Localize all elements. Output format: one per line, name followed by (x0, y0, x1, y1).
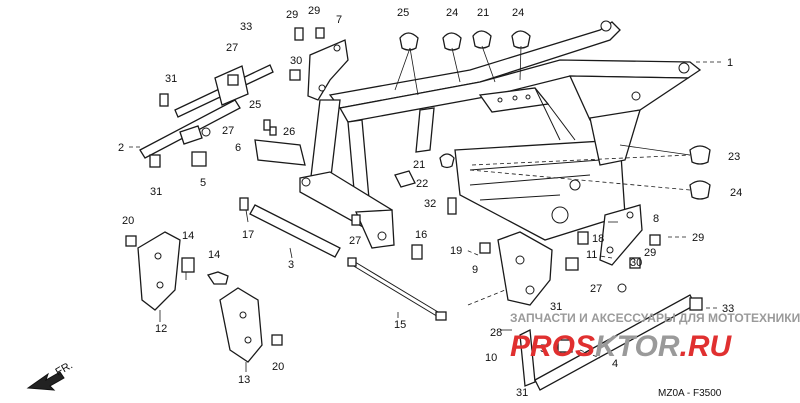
callout-24b: 24 (512, 7, 524, 19)
callout-31c: 31 (550, 301, 562, 313)
callout-25b: 25 (249, 99, 261, 111)
callout-7: 7 (336, 14, 342, 26)
pipe-part-3 (249, 204, 341, 258)
callout-21b: 21 (413, 159, 425, 171)
callout-33: 33 (240, 21, 252, 33)
center-small-parts (263, 119, 455, 226)
callout-14: 14 (182, 230, 194, 242)
long-bolt-part-15 (347, 257, 447, 321)
callout-29d: 29 (644, 247, 656, 259)
callout-5b: 5 (540, 343, 546, 355)
front-direction-arrow: FR. (26, 359, 75, 391)
wire-clamps-top (394, 30, 531, 96)
callout-12: 12 (155, 323, 167, 335)
callout-17: 17 (242, 229, 254, 241)
watermark: ЗАПЧАСТИ И АКСЕССУАРЫ ДЛЯ МОТОТЕХНИКИ PR… (510, 311, 800, 363)
watermark-brand-a: PROS (510, 330, 595, 363)
front-label: FR. (54, 359, 75, 378)
callout-27d: 27 (590, 283, 602, 295)
callout-20b: 20 (272, 361, 284, 373)
callout-27b: 27 (222, 125, 234, 137)
left-side-covers (125, 231, 283, 363)
callout-23: 23 (728, 151, 740, 163)
callout-13: 13 (238, 374, 250, 386)
right-side-parts (411, 197, 703, 391)
callout-22: 22 (416, 178, 428, 190)
callout-29c: 29 (692, 232, 704, 244)
callout-27: 27 (226, 42, 238, 54)
callout-30: 30 (290, 55, 302, 67)
watermark-brand-b: KTOR (595, 330, 680, 363)
callout-27c: 27 (349, 235, 361, 247)
callout-6: 6 (235, 142, 241, 154)
plate-part-6 (254, 139, 306, 166)
callout-4: 4 (612, 358, 618, 370)
callout-29: 29 (286, 9, 298, 21)
callout-18: 18 (592, 233, 604, 245)
callout-31d: 31 (516, 387, 528, 399)
leader-lines (128, 61, 722, 372)
left-upper-bracket (269, 27, 349, 136)
watermark-brand: PROSKTOR.RU (510, 330, 732, 363)
callout-16: 16 (415, 229, 427, 241)
callout-labels: 1 2 3 4 5 5 6 7 8 9 10 11 12 13 14 14 15… (118, 5, 742, 399)
callout-24: 24 (446, 7, 458, 19)
callout-1: 1 (727, 57, 733, 69)
main-frame (299, 20, 702, 249)
callout-21: 21 (477, 7, 489, 19)
callout-14b: 14 (208, 249, 220, 261)
callout-10: 10 (485, 352, 497, 364)
watermark-brand-c: .RU (679, 330, 732, 363)
callout-30b: 30 (630, 257, 642, 269)
engine-mount-rods (139, 64, 274, 168)
callout-31b: 31 (150, 186, 162, 198)
callout-28: 28 (490, 327, 502, 339)
callout-15: 15 (394, 319, 406, 331)
callout-33b: 33 (722, 303, 734, 315)
callout-20: 20 (122, 215, 134, 227)
callout-32: 32 (424, 198, 436, 210)
watermark-line: ЗАПЧАСТИ И АКСЕССУАРЫ ДЛЯ МОТОТЕХНИКИ (510, 311, 800, 325)
callout-25: 25 (397, 7, 409, 19)
callout-31: 31 (165, 73, 177, 85)
callout-24c: 24 (730, 187, 742, 199)
callout-29b: 29 (308, 5, 320, 17)
diagram-code: MZ0A - F3500 (658, 388, 722, 399)
callout-3: 3 (288, 259, 294, 271)
callout-5: 5 (200, 177, 206, 189)
callout-19: 19 (450, 245, 462, 257)
wire-clamps-right (689, 145, 711, 200)
callout-8: 8 (653, 213, 659, 225)
callout-11: 11 (586, 249, 597, 261)
callout-26: 26 (283, 126, 295, 138)
callout-2: 2 (118, 142, 124, 154)
callout-9: 9 (472, 264, 478, 276)
